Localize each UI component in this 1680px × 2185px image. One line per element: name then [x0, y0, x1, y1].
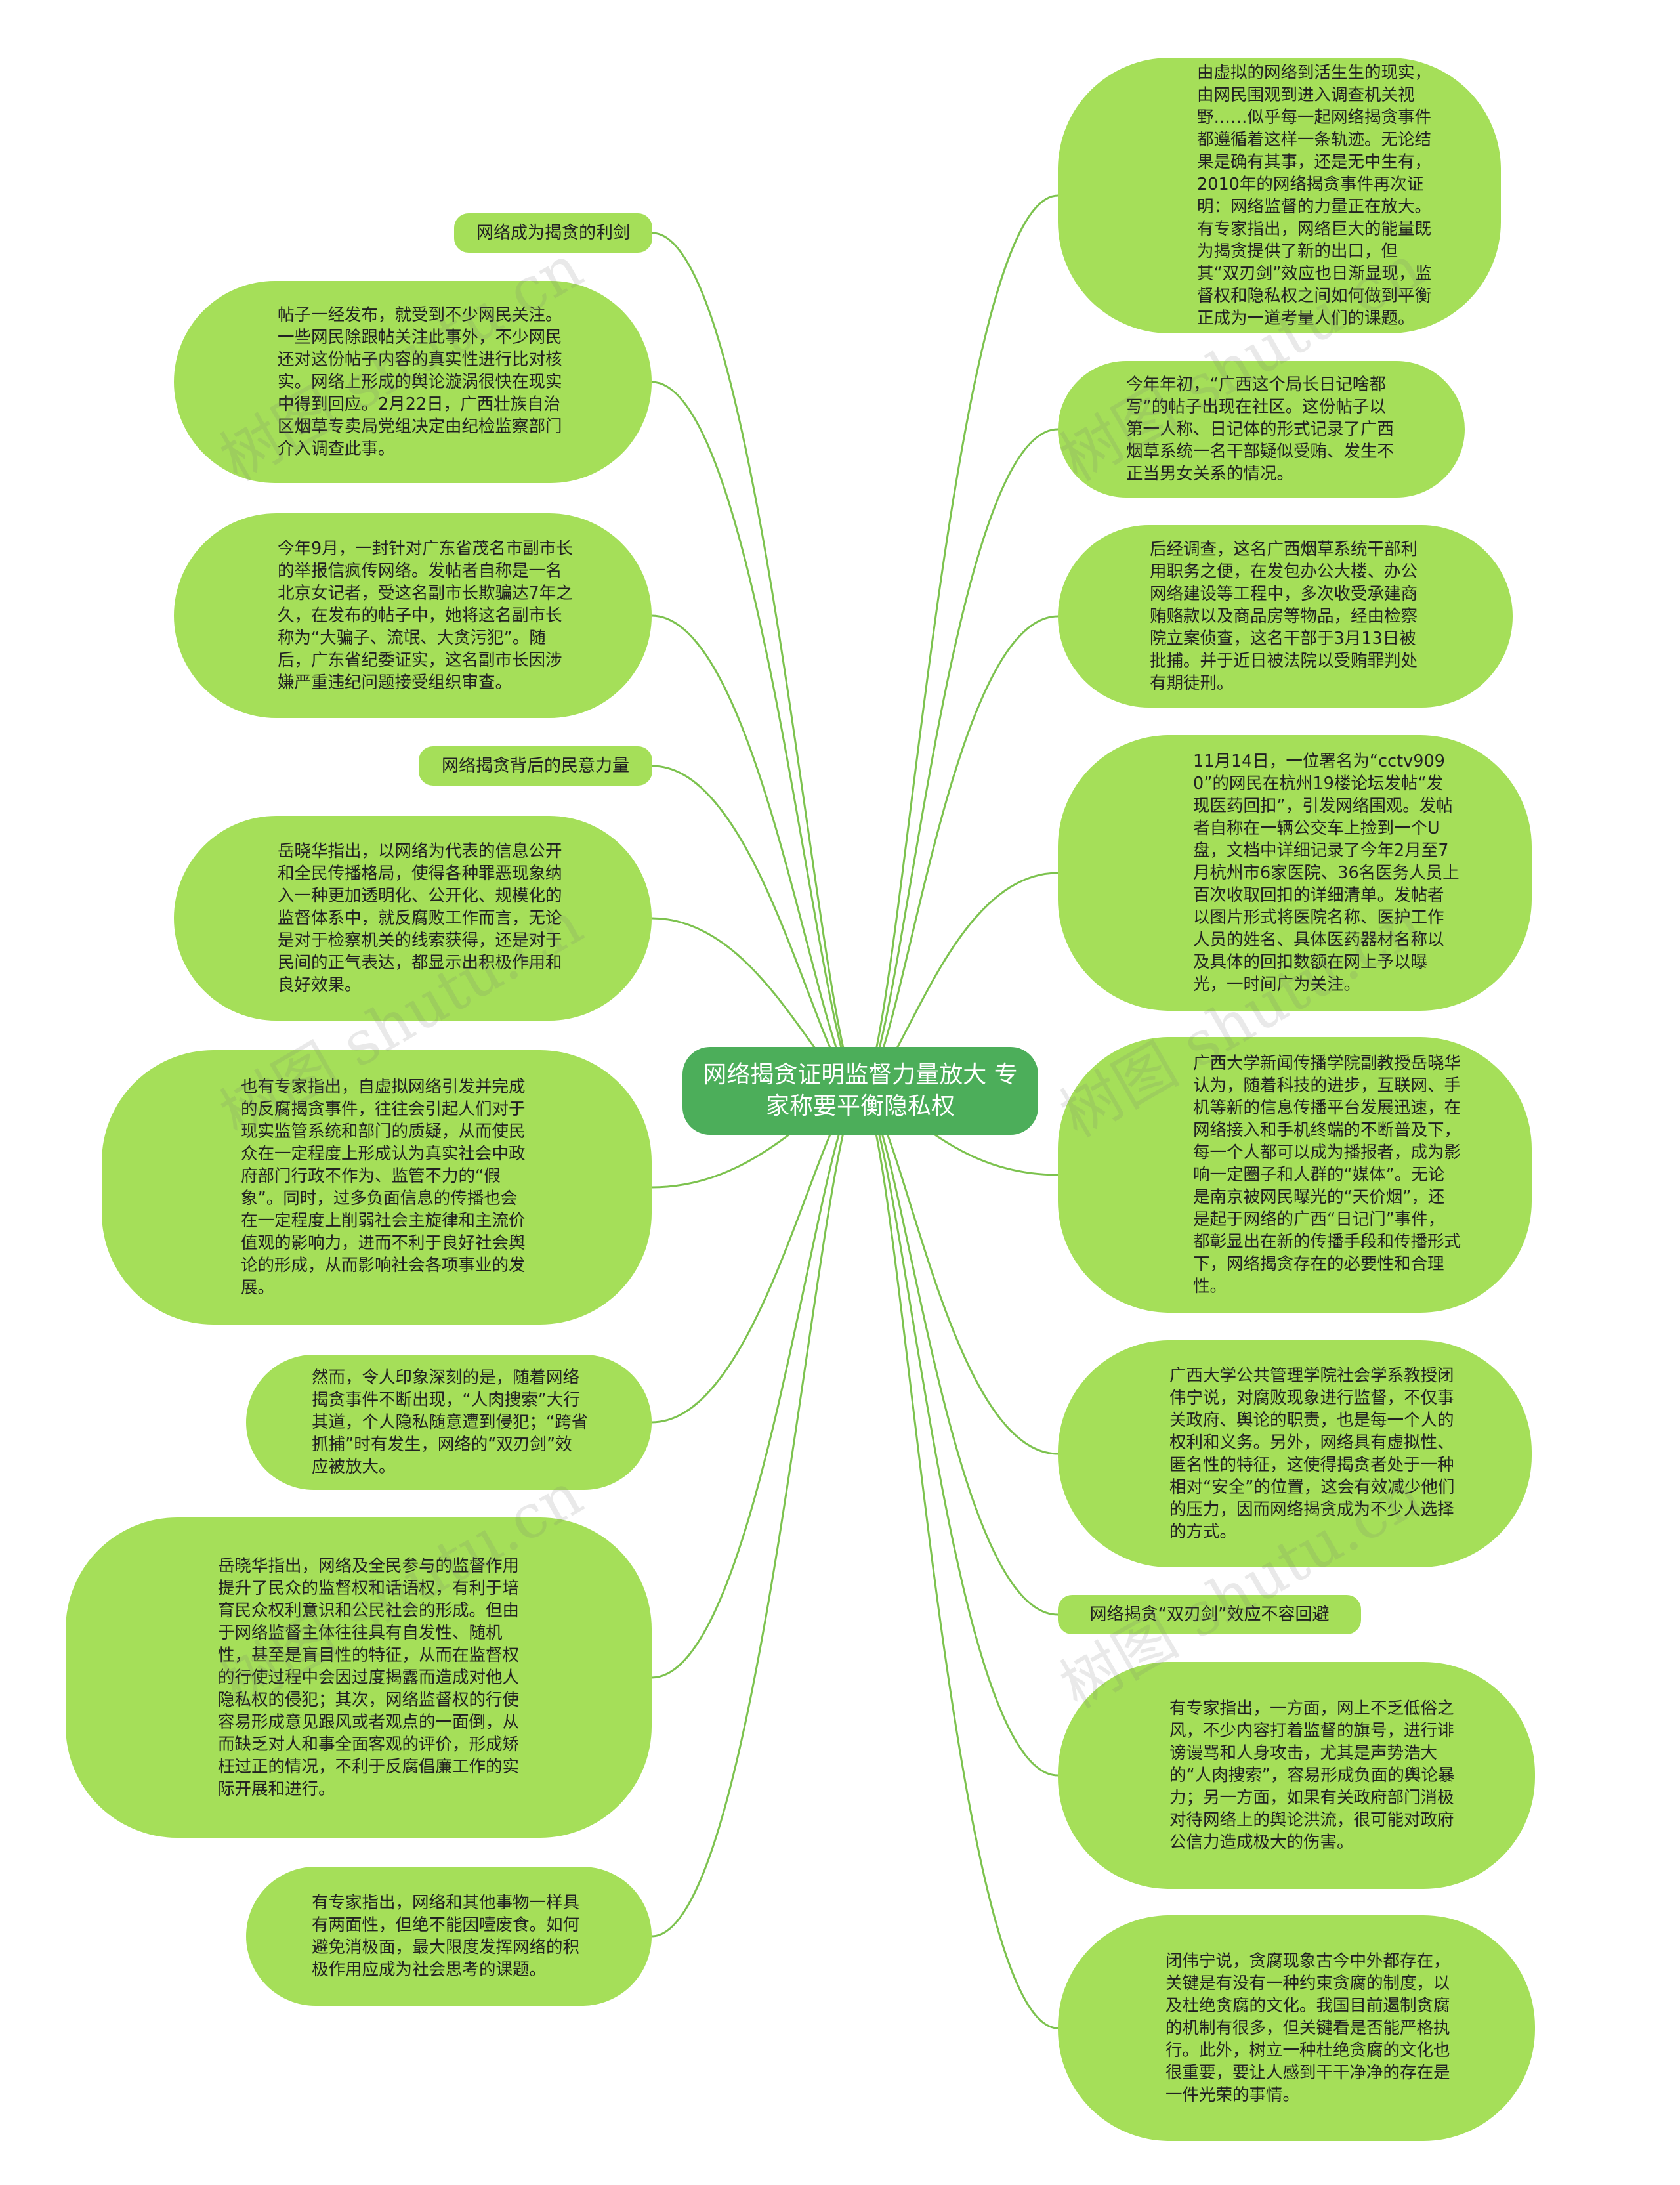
left-branch-node[interactable]: 今年9月，一封针对广东省茂名市副市长的举报信疯传网络。发帖者自称是一名北京女记者… [174, 513, 652, 718]
right-branch-node[interactable]: 11月14日，一位署名为“cctv9090”的网民在杭州19楼论坛发帖“发现医药… [1058, 735, 1532, 1011]
node-text: 由虚拟的网络到活生生的现实，由网民围观到进入调查机关视野……似乎每一起网络揭贪事… [1197, 63, 1432, 328]
left-branch-node[interactable]: 也有专家指出，自虚拟网络引发并完成的反腐揭贪事件，往往会引起人们对于现实监管系统… [102, 1050, 652, 1325]
left-branch-node[interactable]: 岳晓华指出，网络及全民参与的监督作用提升了民众的监督权和话语权，有利于培育民众权… [66, 1517, 652, 1838]
left-branch-node[interactable]: 有专家指出，网络和其他事物一样具有两面性，但绝不能因噎废食。如何避免消极面，最大… [246, 1867, 652, 2006]
connector-right-6 [860, 1090, 1059, 1616]
connector-left-2 [651, 614, 861, 1092]
node-text: 然而，令人印象深刻的是，随着网络揭贪事件不断出现，“人肉搜索”大行其道，个人隐私… [312, 1368, 589, 1477]
node-text: 11月14日，一位署名为“cctv9090”的网民在杭州19楼论坛发帖“发现医药… [1193, 752, 1460, 994]
connector-left-6 [651, 1090, 861, 1424]
root-topic-text: 网络揭贪证明监督力量放大 专家称要平衡隐私权 [703, 1061, 1018, 1120]
connector-right-8 [860, 1090, 1059, 2029]
connector-right-0 [860, 194, 1059, 1092]
right-branch-node[interactable]: 有专家指出，一方面，网上不乏低俗之风，不少内容打着监督的旗号，进行诽谤谩骂和人身… [1058, 1662, 1535, 1889]
node-text: 今年9月，一封针对广东省茂名市副市长的举报信疯传网络。发帖者自称是一名北京女记者… [278, 539, 573, 692]
right-branch-node[interactable]: 广西大学新闻传播学院副教授岳晓华认为，随着科技的进步，互联网、手机等新的信息传播… [1058, 1037, 1532, 1313]
branch-label-text: 网络揭贪背后的民意力量 [441, 756, 629, 776]
right-branch-node[interactable]: 由虚拟的网络到活生生的现实，由网民围观到进入调查机关视野……似乎每一起网络揭贪事… [1058, 58, 1501, 333]
right-branch-node[interactable]: 今年年初，“广西这个局长日记啥都写”的帖子出现在社区。这份帖子以第一人称、日记体… [1058, 361, 1465, 498]
node-text: 闭伟宁说，贪腐现象古今中外都存在，关键是有没有一种约束贪腐的制度，以及杜绝贪腐的… [1166, 1951, 1450, 2105]
root-topic[interactable]: 网络揭贪证明监督力量放大 专家称要平衡隐私权 [682, 1047, 1038, 1135]
left-branch-label[interactable]: 网络揭贪背后的民意力量 [419, 746, 652, 786]
left-branch-label[interactable]: 网络成为揭贪的利剑 [454, 213, 652, 253]
branch-label-text: 网络成为揭贪的利剑 [476, 223, 630, 243]
left-branch-node[interactable]: 岳晓华指出，以网络为代表的信息公开和全民传播格局，使得各种罪恶现象纳入一种更加透… [174, 816, 652, 1021]
node-text: 后经调查，这名广西烟草系统干部利用职务之便，在发包办公大楼、办公网络建设等工程中… [1150, 540, 1418, 693]
node-text: 有专家指出，一方面，网上不乏低俗之风，不少内容打着监督的旗号，进行诽谤谩骂和人身… [1169, 1699, 1455, 1852]
node-text: 岳晓华指出，以网络为代表的信息公开和全民传播格局，使得各种罪恶现象纳入一种更加透… [278, 841, 562, 995]
node-text: 广西大学公共管理学院社会学系教授闭伟宁说，对腐败现象进行监督，不仅事关政府、舆论… [1169, 1366, 1455, 1542]
connector-left-0 [652, 232, 861, 1092]
node-text: 今年年初，“广西这个局长日记啥都写”的帖子出现在社区。这份帖子以第一人称、日记体… [1126, 375, 1395, 484]
node-text: 也有专家指出，自虚拟网络引发并完成的反腐揭贪事件，往往会引起人们对于现实监管系统… [241, 1077, 526, 1298]
branch-label-text: 网络揭贪“双刃剑”效应不容回避 [1089, 1605, 1330, 1624]
left-branch-node[interactable]: 帖子一经发布，就受到不少网民关注。一些网民除跟帖关注此事外，不少网民还对这份帖子… [174, 281, 652, 483]
connector-right-7 [860, 1090, 1059, 1777]
node-text: 岳晓华指出，网络及全民参与的监督作用提升了民众的监督权和话语权，有利于培育民众权… [218, 1556, 520, 1799]
connector-left-7 [651, 1090, 861, 1679]
connector-right-5 [860, 1090, 1059, 1455]
node-text: 广西大学新闻传播学院副教授岳晓华认为，随着科技的进步，互联网、手机等新的信息传播… [1193, 1053, 1461, 1296]
left-branch-node[interactable]: 然而，令人印象深刻的是，随着网络揭贪事件不断出现，“人肉搜索”大行其道，个人隐私… [246, 1355, 652, 1490]
right-branch-label[interactable]: 网络揭贪“双刃剑”效应不容回避 [1058, 1595, 1361, 1634]
connector-right-2 [860, 615, 1059, 1092]
connector-left-3 [652, 765, 861, 1092]
connector-left-1 [651, 381, 861, 1092]
node-text: 帖子一经发布，就受到不少网民关注。一些网民除跟帖关注此事外，不少网民还对这份帖子… [278, 305, 562, 459]
right-branch-node[interactable]: 广西大学公共管理学院社会学系教授闭伟宁说，对腐败现象进行监督，不仅事关政府、舆论… [1058, 1340, 1532, 1567]
right-branch-node[interactable]: 后经调查，这名广西烟草系统干部利用职务之便，在发包办公大楼、办公网络建设等工程中… [1058, 525, 1513, 708]
node-text: 有专家指出，网络和其他事物一样具有两面性，但绝不能因噎废食。如何避免消极面，最大… [312, 1893, 580, 1980]
connector-left-8 [651, 1090, 861, 1938]
right-branch-node[interactable]: 闭伟宁说，贪腐现象古今中外都存在，关键是有没有一种约束贪腐的制度，以及杜绝贪腐的… [1058, 1915, 1535, 2141]
